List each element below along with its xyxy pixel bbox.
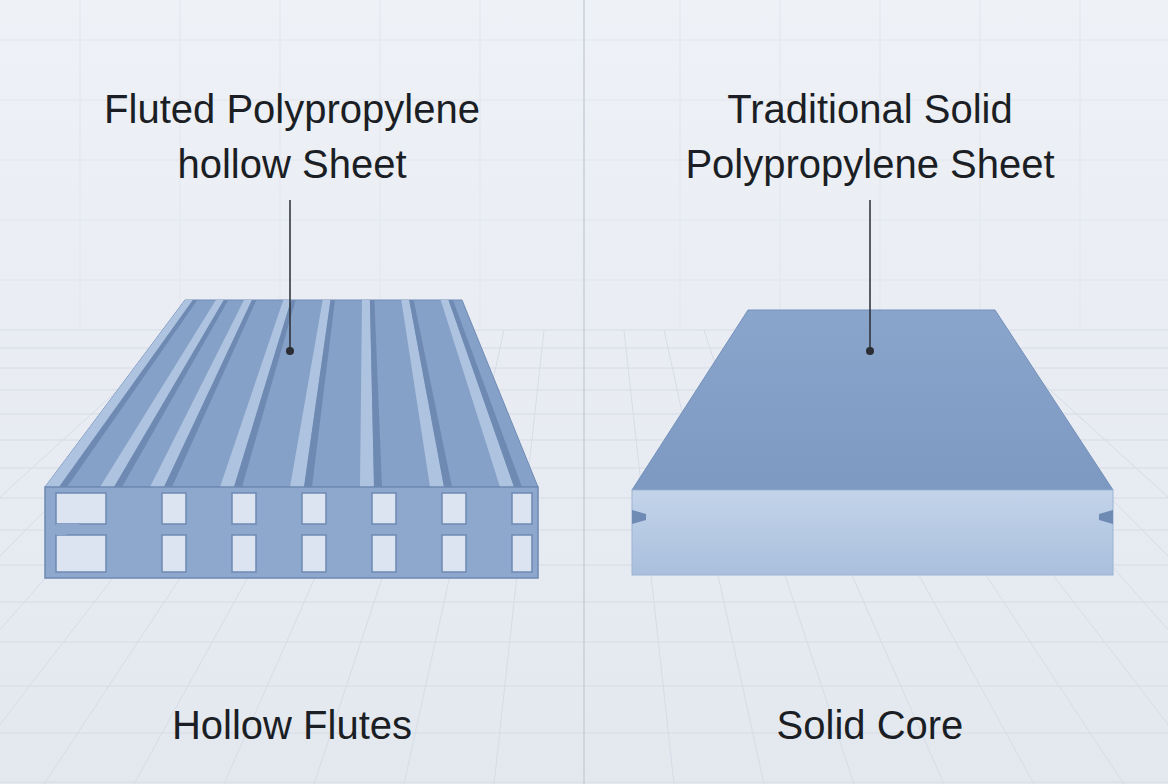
callout-title: Traditional Solid Polypropylene Sheet [610, 82, 1130, 192]
leader-lines [286, 200, 874, 355]
divider-line [583, 0, 585, 784]
solid-sheet [632, 310, 1113, 575]
leader-dot [286, 347, 294, 355]
leader-dot [866, 347, 874, 355]
caption-label: Hollow Flutes [42, 698, 542, 753]
callout-title: Fluted Polypropylene hollow Sheet [42, 82, 542, 192]
leader-line [869, 200, 871, 350]
leader-line [289, 200, 291, 350]
fluted-sheet [45, 300, 538, 578]
caption-label: Solid Core [620, 698, 1120, 753]
